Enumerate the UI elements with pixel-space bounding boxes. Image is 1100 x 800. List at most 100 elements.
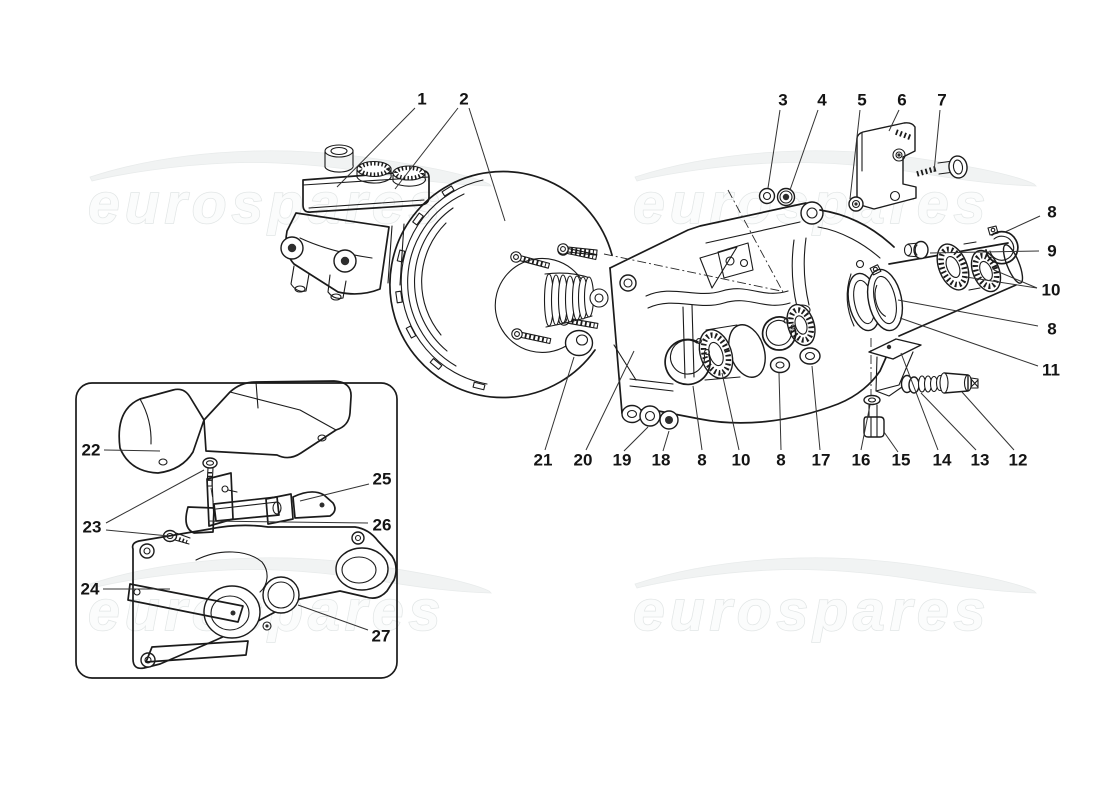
support-strut bbox=[127, 583, 244, 623]
relay-bracket bbox=[265, 491, 336, 525]
callout-leader-line bbox=[900, 352, 939, 451]
callout-label: 5 bbox=[857, 91, 866, 110]
callout-21: 21 bbox=[534, 356, 575, 470]
callout-leader-line bbox=[692, 385, 703, 451]
callout-7: 7 bbox=[933, 91, 947, 173]
callout-12: 12 bbox=[961, 391, 1028, 470]
callout-17: 17 bbox=[811, 365, 831, 470]
heat-shield bbox=[118, 380, 352, 474]
callout-label: 19 bbox=[613, 451, 632, 470]
callout-leader-line bbox=[468, 107, 506, 222]
callout-leader-line bbox=[207, 520, 369, 524]
callout-leader-line bbox=[299, 483, 370, 502]
assembly-axes bbox=[603, 189, 784, 293]
relay-bracket bbox=[185, 472, 280, 534]
needle-bearing bbox=[786, 303, 816, 347]
callout-leader-line bbox=[336, 107, 416, 188]
callout-label: 23 bbox=[83, 518, 102, 537]
callout-10: 10 bbox=[721, 372, 751, 470]
callout-11: 11 bbox=[899, 317, 1060, 380]
brake-servo bbox=[389, 170, 613, 399]
callout-label: 25 bbox=[373, 470, 392, 489]
circlip bbox=[664, 338, 711, 386]
callout-label: 8 bbox=[1047, 203, 1056, 222]
stop-bolt bbox=[863, 394, 885, 438]
callout-27: 27 bbox=[297, 604, 391, 646]
callout-label: 26 bbox=[373, 516, 392, 535]
brake-light-switch bbox=[900, 372, 979, 394]
callout-24: 24 bbox=[81, 580, 170, 599]
mounting-bracket bbox=[856, 122, 917, 210]
callout-label: 27 bbox=[372, 627, 391, 646]
callout-leader-line bbox=[929, 250, 1040, 254]
callout-leader-line bbox=[105, 529, 170, 537]
fluid-reservoir bbox=[302, 144, 430, 213]
watermark-text: eurospares bbox=[633, 579, 990, 643]
callout-15: 15 bbox=[883, 431, 911, 470]
callout-label: 17 bbox=[812, 451, 831, 470]
servo-hub bbox=[494, 257, 584, 353]
inset-panel bbox=[75, 380, 398, 679]
callout-label: 18 bbox=[652, 451, 671, 470]
callout-label: 9 bbox=[1047, 242, 1056, 261]
callout-5: 5 bbox=[849, 91, 867, 200]
callout-leader-line bbox=[933, 109, 941, 173]
callout-label: 10 bbox=[1042, 281, 1061, 300]
callout-8: 8 bbox=[776, 372, 786, 470]
callout-leader-line bbox=[297, 604, 369, 631]
callout-label: 16 bbox=[852, 451, 871, 470]
callout-leader-line bbox=[961, 391, 1015, 451]
callout-label: 8 bbox=[776, 451, 785, 470]
callout-13: 13 bbox=[920, 392, 990, 470]
brake-master-cylinder bbox=[280, 144, 430, 301]
callout-label: 12 bbox=[1009, 451, 1028, 470]
callout-leader-line bbox=[778, 372, 782, 451]
callout-leader-line bbox=[585, 350, 635, 451]
callout-label: 1 bbox=[417, 90, 426, 109]
callout-leader-line bbox=[849, 109, 861, 200]
stop-bracket bbox=[868, 338, 922, 397]
callout-10: 10 bbox=[965, 269, 1061, 300]
pedal-support-plate bbox=[127, 524, 397, 670]
callout-label: 8 bbox=[697, 451, 706, 470]
circlip bbox=[985, 225, 1019, 265]
callout-25: 25 bbox=[299, 470, 392, 502]
callout-3: 3 bbox=[767, 91, 788, 189]
callout-label: 2 bbox=[459, 90, 468, 109]
watermark-text: eurospares bbox=[633, 172, 990, 236]
callout-leader-line bbox=[767, 109, 781, 189]
callout-leader-line bbox=[544, 356, 575, 451]
callout-leader-line bbox=[721, 372, 740, 451]
callout-6: 6 bbox=[888, 91, 907, 132]
callout-leader-line bbox=[1004, 215, 1041, 233]
callout-leader-line bbox=[103, 449, 161, 452]
callout-label: 10 bbox=[732, 451, 751, 470]
watermark-tile: eurospares bbox=[632, 557, 1037, 644]
callout-8: 8 bbox=[692, 385, 707, 470]
callout-label: 6 bbox=[897, 91, 906, 110]
callout-label: 14 bbox=[933, 451, 952, 470]
circlip bbox=[761, 316, 797, 351]
callout-4: 4 bbox=[789, 91, 827, 191]
callout-label: 13 bbox=[971, 451, 990, 470]
needle-bearing bbox=[970, 249, 1002, 293]
callout-leader-line bbox=[860, 404, 871, 451]
callout-label: 24 bbox=[81, 580, 100, 599]
pivot-washers bbox=[621, 404, 679, 430]
callout-leader-line bbox=[993, 269, 1038, 289]
servo-clamp-tabs bbox=[395, 185, 486, 391]
callout-leader-line bbox=[888, 109, 900, 132]
callout-9: 9 bbox=[929, 242, 1057, 261]
callout-label: 8 bbox=[1047, 320, 1056, 339]
servo-nut-washer bbox=[564, 329, 594, 357]
callout-label: 7 bbox=[937, 91, 946, 110]
callout-18: 18 bbox=[652, 430, 671, 470]
servo-return-spring bbox=[543, 272, 609, 328]
watermark-tile: eurospares bbox=[87, 150, 492, 237]
callout-label: 4 bbox=[817, 91, 827, 110]
callout-leader-line bbox=[394, 107, 459, 190]
callout-label: 15 bbox=[892, 451, 911, 470]
callout-label: 22 bbox=[82, 441, 101, 460]
needle-bearing bbox=[936, 243, 970, 291]
